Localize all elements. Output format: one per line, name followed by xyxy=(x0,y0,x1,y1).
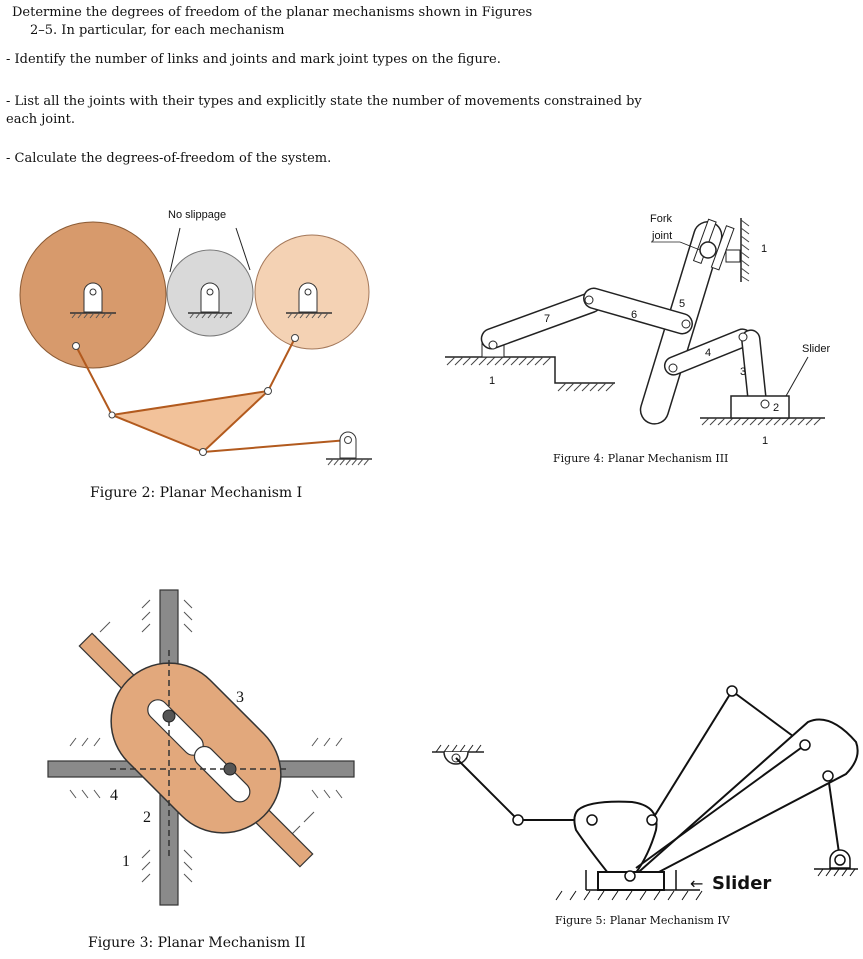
gear-left-pivot xyxy=(70,282,116,319)
slider-label: Slider xyxy=(802,343,830,355)
slider-label: Slider xyxy=(712,873,771,894)
figure-5-caption: Figure 5: Planar Mechanism IV xyxy=(555,914,730,927)
figure-5-diagram: ← Slider xyxy=(432,685,859,901)
link-num-2: 2 xyxy=(773,402,779,414)
link-num-7: 7 xyxy=(544,313,550,325)
link-num-5: 5 xyxy=(679,298,685,310)
num-2: 2 xyxy=(143,809,151,826)
slider-block xyxy=(730,395,790,419)
figure-4-caption: Figure 4: Planar Mechanism III xyxy=(553,452,729,465)
slider-arrow: ← xyxy=(690,874,703,893)
figure-2-caption: Figure 2: Planar Mechanism I xyxy=(90,485,303,501)
gear-right-pivot xyxy=(286,282,332,319)
link-num-1c: 1 xyxy=(762,435,768,447)
link-num-3: 3 xyxy=(740,366,746,378)
problem-bullet-2b: each joint. xyxy=(6,112,75,127)
no-slippage-label: No slippage xyxy=(168,209,226,221)
num-4: 4 xyxy=(110,787,118,804)
link-6 xyxy=(583,287,693,335)
problem-bullet-1: - Identify the number of links and joint… xyxy=(6,52,501,67)
triangle-link xyxy=(108,389,272,454)
long-link xyxy=(630,718,859,886)
figure-3-diagram: 1 2 3 4 xyxy=(47,589,355,906)
link-num-1b: 1 xyxy=(489,375,495,387)
slotted-body xyxy=(110,662,282,834)
num-3: 3 xyxy=(236,689,244,706)
ground-pivot xyxy=(326,431,372,466)
num-1: 1 xyxy=(122,853,130,870)
link-num-4: 4 xyxy=(705,347,711,359)
problem-line-2: 2–5. In particular, for each mechanism xyxy=(30,23,285,38)
gear-middle-pivot xyxy=(188,282,232,319)
fork-joint xyxy=(692,218,735,271)
problem-line-1: Determine the degrees of freedom of the … xyxy=(12,5,533,20)
problem-bullet-3: - Calculate the degrees-of-freedom of th… xyxy=(6,151,332,166)
figure-3-caption: Figure 3: Planar Mechanism II xyxy=(88,935,306,951)
fork-label: Fork xyxy=(650,213,673,225)
problem-bullet-2a: - List all the joints with their types a… xyxy=(6,94,642,109)
joint-label: joint xyxy=(651,230,672,242)
figure-2-diagram: No slippage xyxy=(19,209,372,466)
figure-4-diagram: Fork joint Slider 1 1 1 2 3 4 5 6 7 xyxy=(445,213,830,447)
link-num-1a: 1 xyxy=(761,243,767,255)
link-num-6: 6 xyxy=(631,309,637,321)
